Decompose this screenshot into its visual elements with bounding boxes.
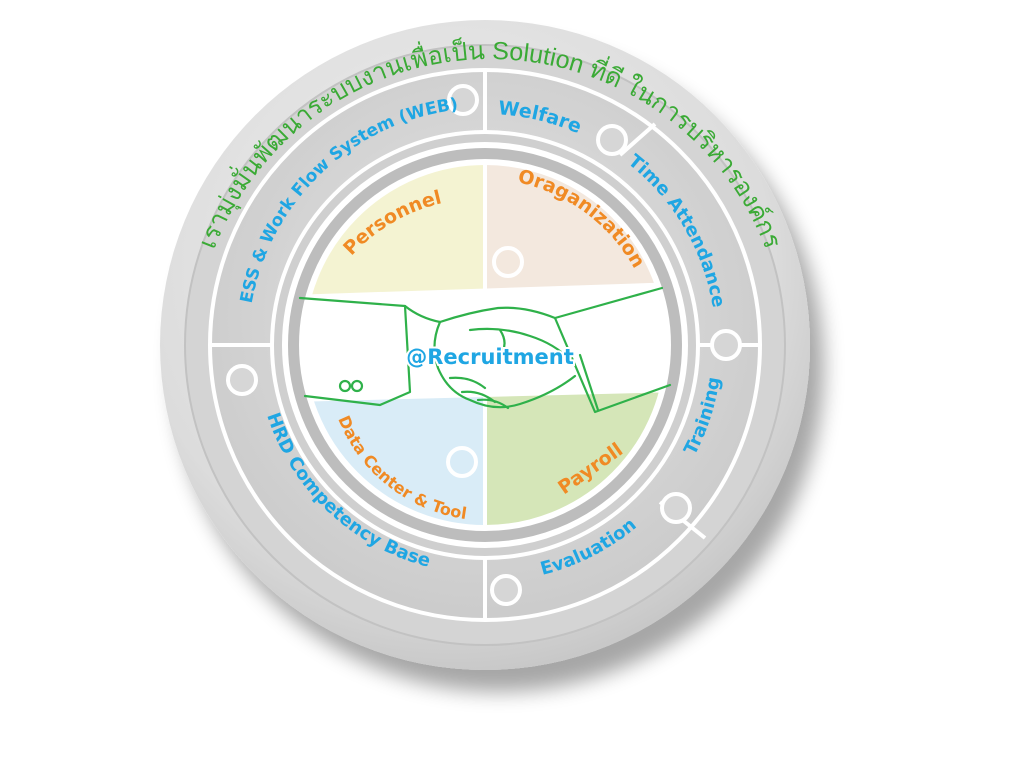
puzzle-knob — [710, 329, 742, 361]
puzzle-knob — [447, 84, 479, 116]
puzzle-knob — [226, 364, 258, 396]
puzzle-knob — [660, 492, 692, 524]
center-label-recruitment: @Recruitment — [406, 345, 574, 369]
puzzle-knob — [490, 574, 522, 606]
puzzle-knob — [596, 124, 628, 156]
handshake-icon — [298, 286, 672, 414]
